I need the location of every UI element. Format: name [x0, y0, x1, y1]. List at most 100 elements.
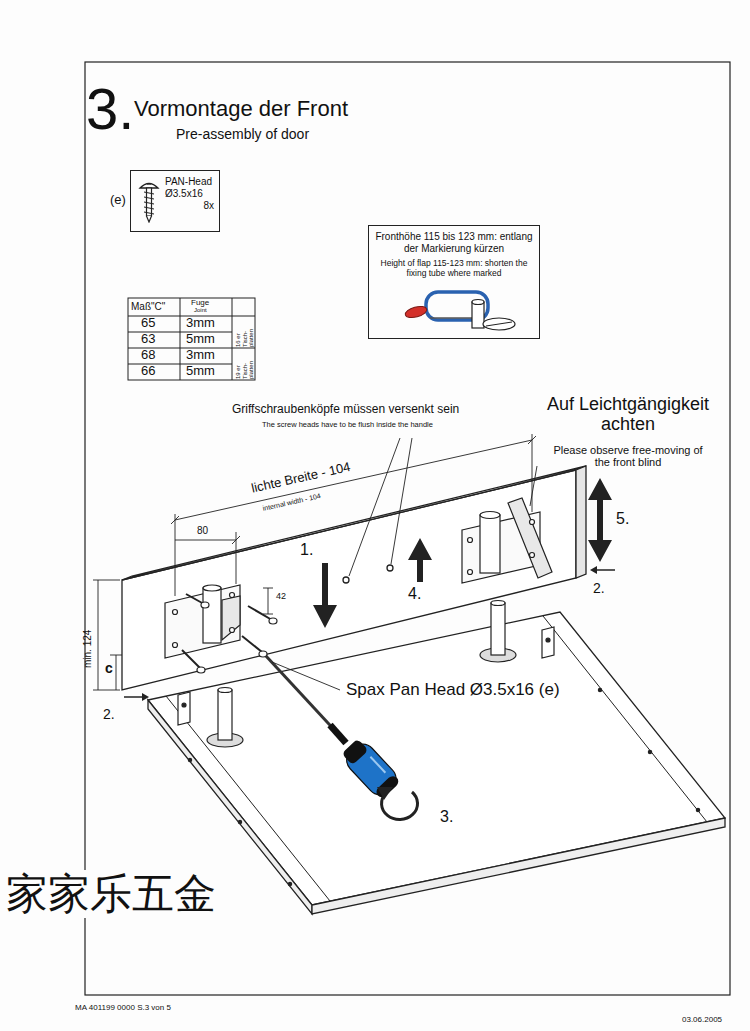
saw-icon [472, 300, 484, 305]
screw [269, 618, 277, 624]
saw-icon [486, 322, 512, 326]
screw-icon [144, 192, 154, 214]
base-board [288, 882, 291, 885]
hinge-bracket [530, 553, 535, 558]
screwdriver [341, 739, 401, 800]
screw [197, 667, 205, 673]
dimension-line [93, 434, 536, 690]
screw-icon [140, 184, 158, 189]
dimension-line [93, 580, 120, 581]
hinge-bracket [222, 596, 240, 640]
leader-line [272, 662, 340, 690]
box-text: PAN-Head Ø3.5x16 [165, 176, 214, 200]
motion-arrow [124, 696, 142, 698]
table-cell: 5mm [186, 364, 215, 379]
box-text: Height of flap 115-123 mm: shorten the f… [375, 258, 533, 278]
screwdriver [370, 757, 385, 773]
page-footer: 03.06.2005 [682, 1015, 722, 1024]
motion-arrow [142, 693, 149, 701]
callout-number: 2. [103, 706, 115, 722]
step-title: Vormontage der Front [134, 96, 348, 121]
table-cell: 3mm [186, 348, 215, 363]
motion-arrow [588, 478, 612, 562]
table-cell: 3mm [186, 316, 215, 331]
screwdriver [330, 725, 346, 743]
base-board [648, 750, 651, 753]
dimension-label: lichte Breite - 104 [250, 460, 352, 497]
table-note: 19 er Tisch-platten [235, 348, 255, 379]
table-header: Fuge [191, 298, 209, 307]
leader-line [530, 466, 537, 506]
screw [242, 636, 262, 652]
part-box: PAN-Head Ø3.5x168x [130, 170, 220, 232]
screw-icon [138, 179, 160, 223]
dimension-line [532, 434, 533, 512]
hinge-bracket [230, 628, 235, 633]
front-panel [387, 565, 393, 571]
hinge-bracket [508, 498, 552, 578]
fixing-tube [542, 627, 554, 658]
dimension-line [175, 514, 176, 596]
dimension-line [232, 536, 240, 544]
base-board [696, 808, 699, 811]
hinge-bracket [468, 570, 473, 575]
screw [201, 602, 209, 608]
dimension-label: min. 124 [82, 630, 94, 668]
rotation-arrow [382, 792, 418, 820]
screw [182, 594, 277, 673]
watermark: 家家乐五金 [4, 870, 218, 918]
fixing-tube [546, 638, 550, 642]
dimension-line [528, 436, 536, 444]
table-header: Maß"C" [131, 301, 165, 313]
hinge-bracket [173, 610, 178, 615]
screwdriver [266, 656, 340, 736]
motion-arrow [124, 478, 615, 701]
motion-arrow [590, 566, 597, 574]
callout-number: 3. [440, 808, 453, 826]
note-text: Griffschraubenköpfe müssen versenkt sein [232, 403, 459, 417]
callout-number: 5. [616, 510, 629, 528]
fixing-tube [218, 688, 232, 693]
base-board [188, 758, 191, 761]
screwdriver [374, 774, 401, 800]
hinge-bracket [165, 498, 552, 658]
screw-icon [147, 183, 151, 184]
fixing-tube [218, 690, 232, 740]
hinge-bracket [203, 588, 221, 643]
screwdriver [341, 739, 368, 766]
saw-icon [472, 302, 484, 328]
table-grid [180, 298, 181, 380]
table-grid [232, 298, 233, 380]
fixing-tube [182, 703, 186, 707]
fixing-tube [491, 603, 505, 655]
note-box: Fronthöhe 115 bis 123 mm: entlang der Ma… [368, 225, 540, 339]
front-panel [343, 577, 349, 583]
dimension-line [171, 516, 179, 524]
part-label: Spax Pan Head Ø3.5x16 (e) [346, 680, 560, 700]
dimension-label: 42 [276, 591, 286, 601]
table-note: 16 er Tisch-platten [235, 316, 255, 347]
table-grid [128, 298, 255, 380]
rotation-arrow [377, 787, 418, 820]
callout-number: 2. [593, 580, 605, 596]
dimension-label: internal width - 104 [262, 492, 321, 513]
hinge-bracket [173, 643, 178, 648]
dimension-line [268, 588, 269, 614]
saw-icon [483, 318, 515, 330]
part-ref: (e) [110, 193, 126, 208]
motion-arrow [408, 538, 432, 582]
step-number: 3. [86, 76, 134, 143]
saw-icon [404, 305, 428, 320]
hinge-bracket [203, 585, 221, 591]
step-subtitle: Pre-assembly of door [176, 126, 309, 142]
callout-number: 1. [300, 541, 313, 559]
fixing-tube [491, 601, 505, 606]
fixing-tube [178, 692, 190, 725]
table-cell: 66 [141, 364, 155, 379]
dimension-line [98, 580, 99, 690]
front-panel [122, 466, 586, 690]
note-text: Please observe free-moving of the front … [548, 444, 708, 468]
table-cell: 5mm [186, 332, 215, 347]
motion-arrow [597, 569, 615, 571]
dimension-line [263, 588, 273, 589]
